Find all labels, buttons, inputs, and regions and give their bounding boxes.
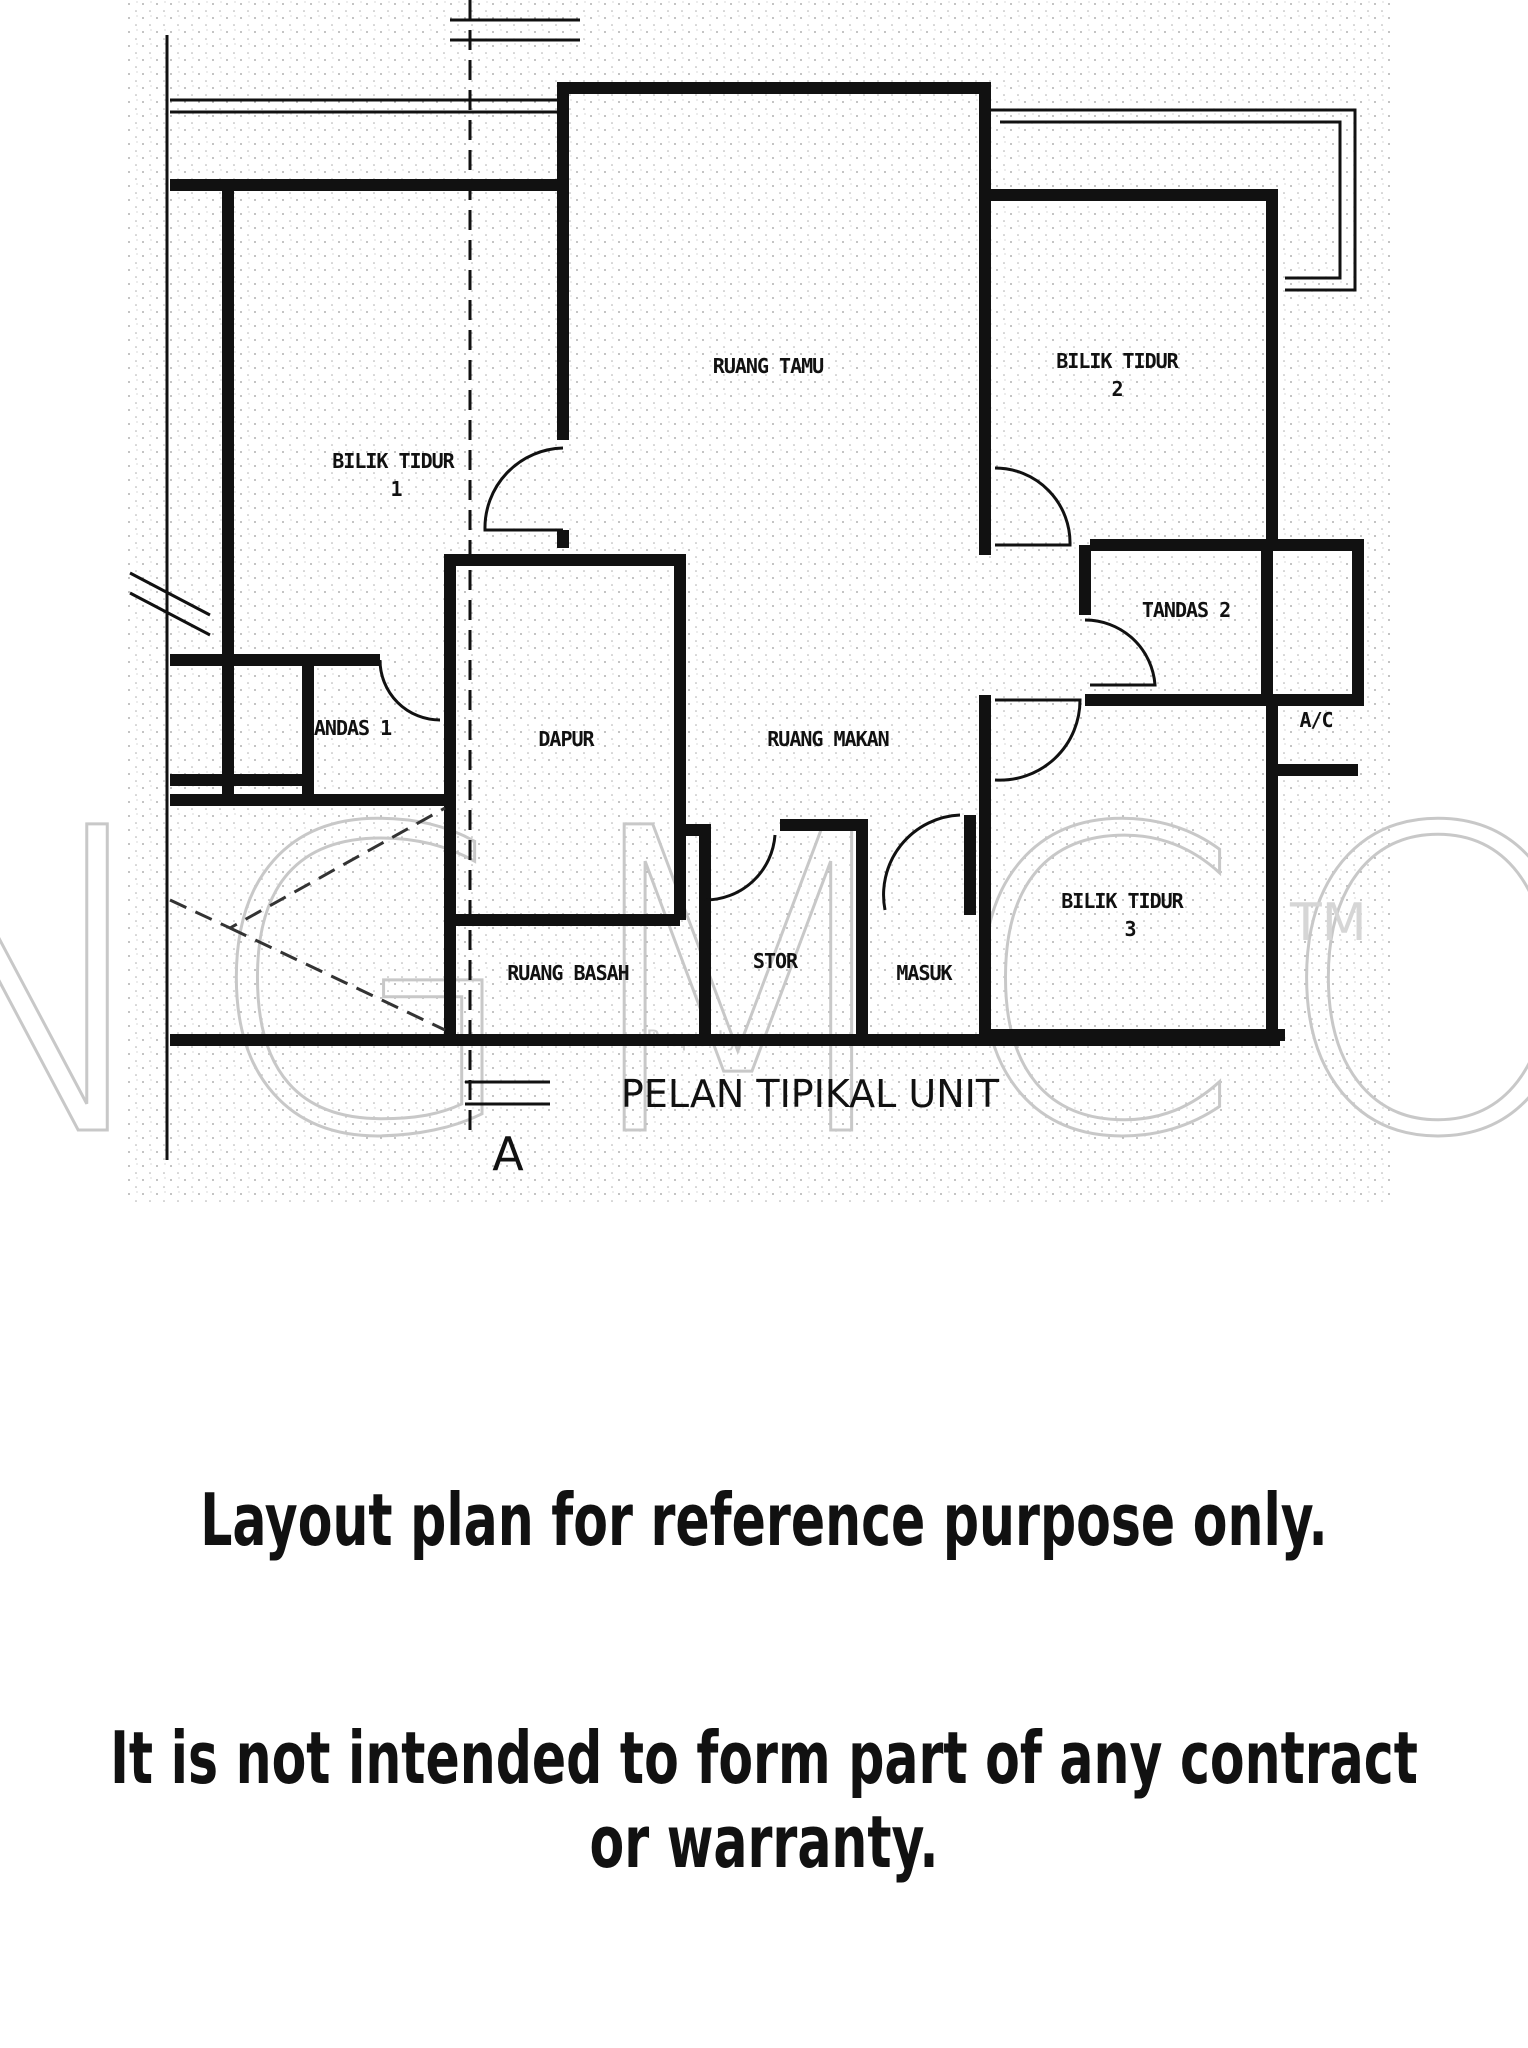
room-label-masuk: MASUK: [896, 961, 952, 985]
disclaimer-line-2: It is not intended to form part of any c…: [110, 1716, 1418, 1884]
doors: [378, 446, 1157, 911]
watermark: NGMCO TM iProperty.com: [0, 740, 1528, 1221]
room-label-ruang-tamu: RUANG TAMU: [713, 354, 823, 378]
room-label-ruang-makan: RUANG MAKAN: [767, 727, 888, 751]
grid-lines: [129, 0, 580, 1160]
room-label-bilik-tidur-2-num: 2: [1111, 377, 1122, 401]
porch-lines: [169, 806, 446, 1032]
room-label-ac: A/C: [1299, 708, 1332, 732]
room-label-stor: STOR: [753, 949, 799, 973]
room-label-tandas-2: TANDAS 2: [1142, 598, 1230, 622]
disclaimer-line-1: Layout plan for reference purpose only.: [200, 1478, 1328, 1562]
room-labels: BILIK TIDUR 1 RUANG TAMU BILIK TIDUR 2 T…: [303, 349, 1334, 985]
floor-plan-diagram: NGMCO TM iProperty.com: [0, 0, 1528, 1220]
plan-title: PELAN TIPIKAL UNIT: [621, 1072, 1000, 1116]
room-label-bilik-tidur-3: BILIK TIDUR: [1061, 889, 1184, 913]
room-label-bilik-tidur-2: BILIK TIDUR: [1056, 349, 1179, 373]
room-label-ruang-basah: RUANG BASAH: [507, 961, 628, 985]
room-label-dapur: DAPUR: [538, 727, 595, 751]
balcony-outline: [170, 98, 1357, 292]
watermark-brand: NGMCO: [0, 741, 1528, 1220]
watermark-tm: TM: [1289, 893, 1367, 953]
room-label-bilik-tidur-3-num: 3: [1124, 917, 1135, 941]
section-mark: A: [492, 1127, 524, 1181]
room-label-tandas-1: TANDAS 1: [303, 716, 392, 740]
walls: [170, 82, 1364, 1046]
room-label-bilik-tidur-1: BILIK TIDUR: [332, 449, 455, 473]
room-label-bilik-tidur-1-num: 1: [390, 477, 402, 501]
